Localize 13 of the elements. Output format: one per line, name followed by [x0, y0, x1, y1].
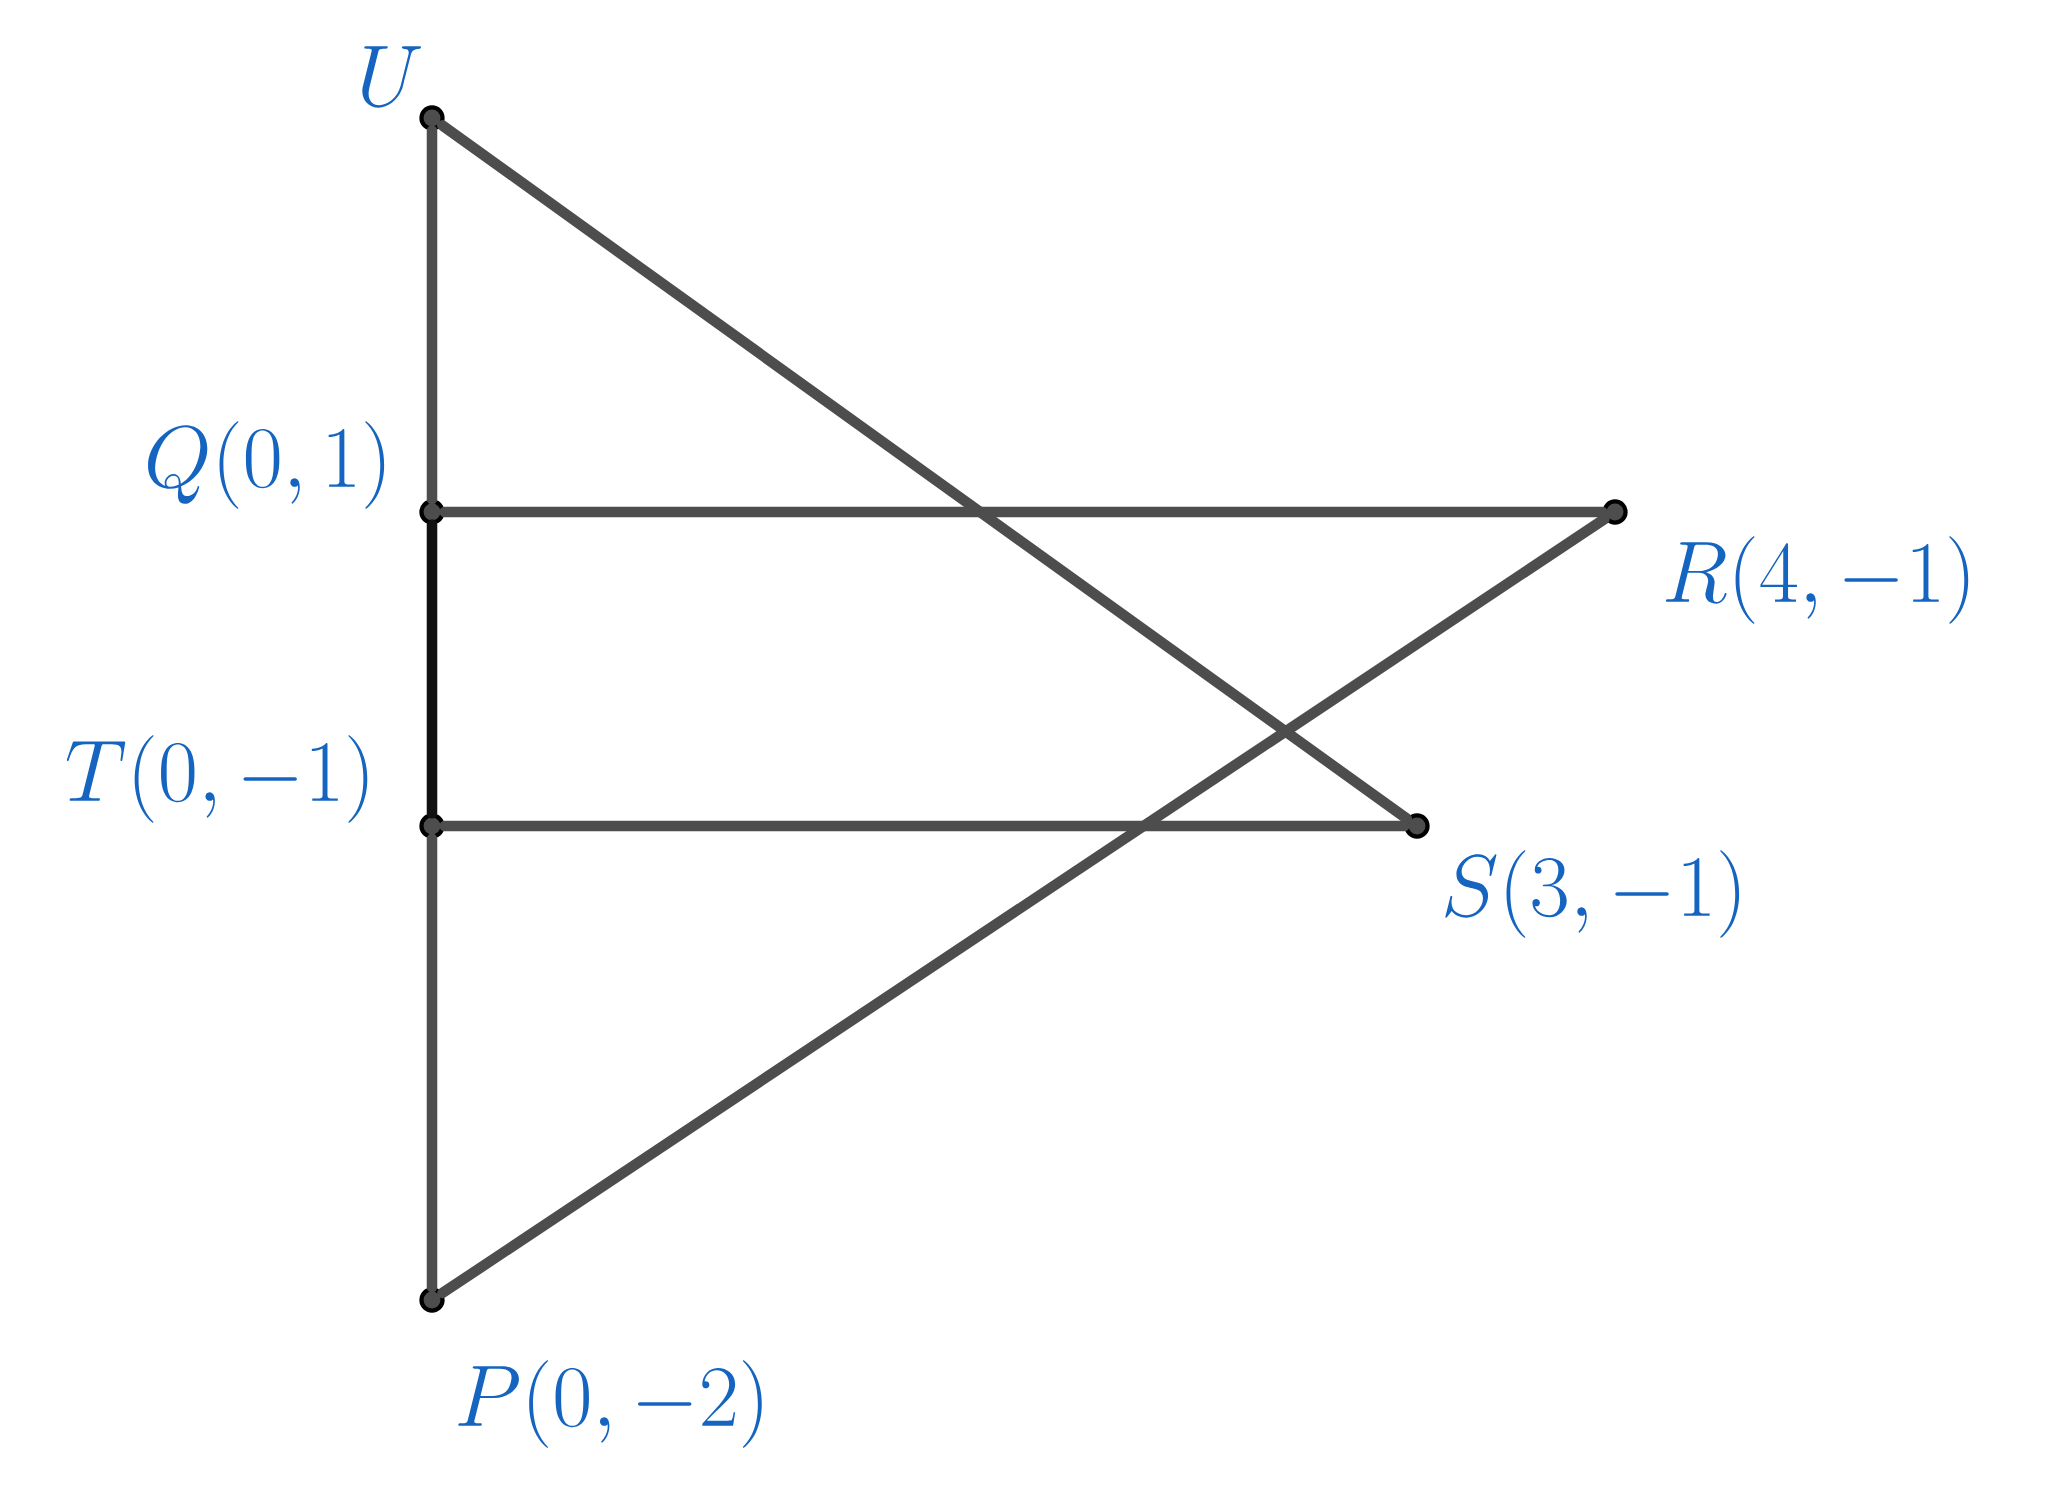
point-label: $T(0, -1)$ — [66, 735, 368, 823]
point-label: $P(0, -2)$ — [458, 1360, 762, 1448]
line-segment — [439, 820, 1410, 832]
line-segment — [426, 125, 438, 505]
point-label: $Q(0, 1)$ — [148, 421, 385, 509]
point-label: $U$ — [362, 46, 421, 108]
line-segment — [437, 513, 1610, 1299]
point-label: $R(4, -1)$ — [1665, 536, 1969, 624]
line-segment — [426, 833, 438, 1293]
line-segment — [439, 506, 1608, 518]
point-label: $S(3, -1)$ — [1445, 850, 1740, 938]
line-segment — [437, 120, 1412, 824]
line-segment — [426, 519, 438, 819]
